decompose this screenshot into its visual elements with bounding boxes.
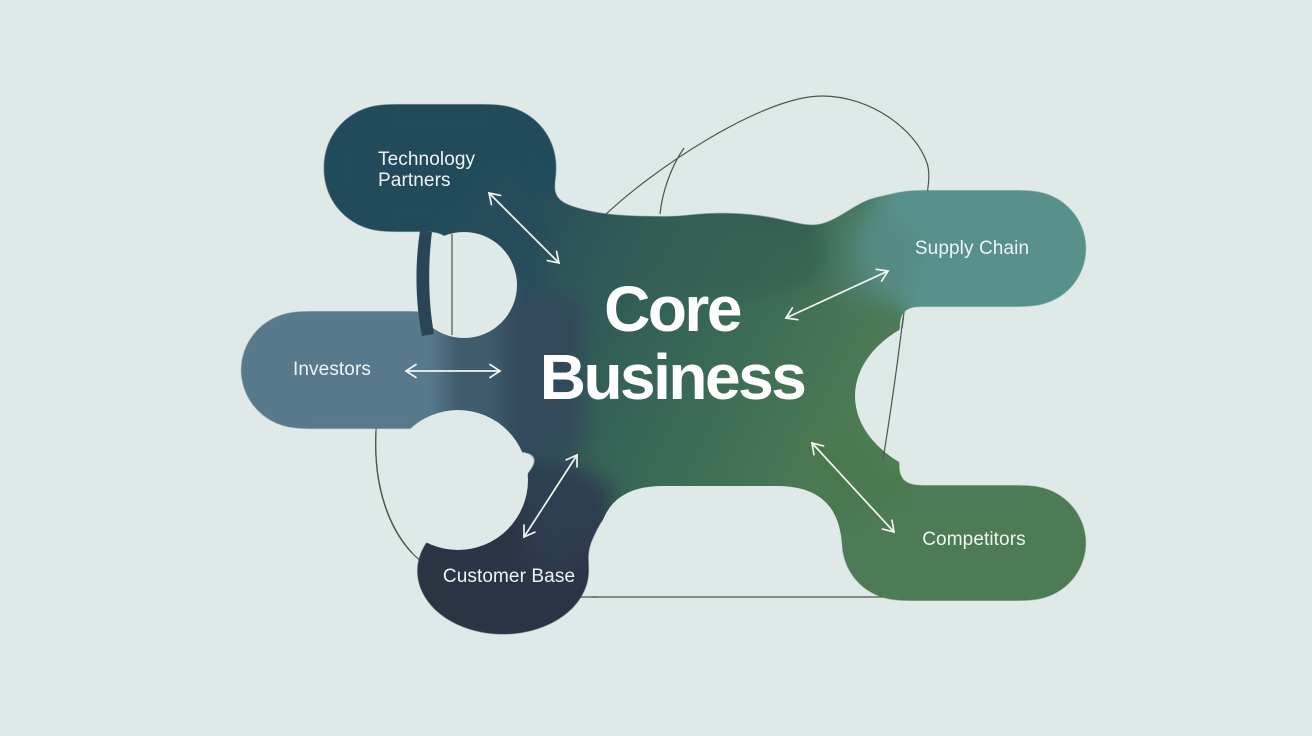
technology-strand: [416, 231, 434, 336]
arrow-customer-base: [523, 453, 578, 539]
outline-curve-top-branch: [659, 147, 685, 215]
outline-segment-left: [375, 431, 413, 554]
cutout-right-notch: [855, 308, 1115, 484]
cutout-circle-left: [388, 410, 528, 550]
cutouts: [388, 232, 1115, 626]
arrow-technology-partners: [487, 191, 561, 265]
arrow-supply-chain: [784, 268, 890, 321]
relationship-arrows: [404, 191, 896, 539]
cutout-bottom-notch: [598, 486, 842, 626]
node-investors-shape: [242, 313, 478, 427]
customer-core-blend: [518, 458, 598, 538]
investors-core-neck-inner: [505, 298, 583, 450]
supply-core-blend: [826, 212, 918, 304]
blob-cluster: [242, 106, 1085, 633]
node-competitors-shape: [843, 487, 1085, 599]
arrow-competitors: [810, 441, 896, 534]
core-top-shade: [635, 210, 835, 298]
